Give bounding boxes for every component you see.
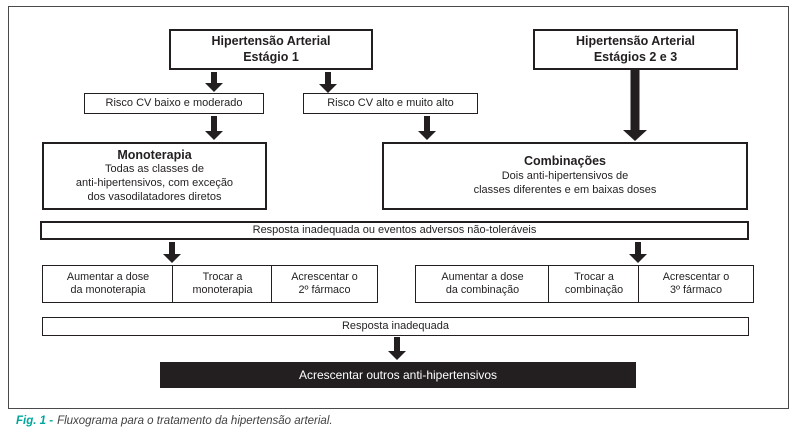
node-label: Todas as classes de bbox=[104, 163, 205, 176]
node-hipertensao-estagio-1: Hipertensão Arterial Estágio 1 bbox=[169, 29, 373, 70]
option-label: Aumentar a dose bbox=[441, 270, 524, 283]
node-monoterapia: Monoterapia Todas as classes de anti-hip… bbox=[42, 142, 267, 210]
option-label: Trocar a bbox=[574, 270, 614, 283]
arrow-down-icon bbox=[204, 116, 224, 140]
node-risco-cv-baixo-moderado: Risco CV baixo e moderado bbox=[84, 93, 264, 114]
option-label: 2º fármaco bbox=[298, 284, 351, 296]
arrow-down-icon bbox=[387, 337, 407, 360]
node-label: Risco CV baixo e moderado bbox=[105, 96, 243, 109]
option-label: monoterapia bbox=[192, 284, 253, 296]
arrow-down-icon bbox=[417, 116, 437, 140]
option-label: Acrescentar o bbox=[662, 270, 730, 283]
figure-caption: Fig. 1 -Fluxograma para o tratamento da … bbox=[16, 415, 333, 427]
node-label: dos vasodilatadores diretos bbox=[87, 190, 222, 203]
option-acrescentar-3-farmaco: Acrescentar o 3º fármaco bbox=[638, 265, 754, 303]
node-label: Hipertensão Arterial bbox=[211, 33, 331, 48]
node-acrescentar-outros-anti-hipertensivos: Acrescentar outros anti-hipertensivos bbox=[160, 362, 636, 388]
node-label: Acrescentar outros anti-hipertensivos bbox=[298, 368, 498, 382]
option-label: Acrescentar o bbox=[291, 270, 358, 283]
figure-caption-label: Fig. 1 - bbox=[16, 415, 54, 427]
band-resposta-inadequada-adversos: Resposta inadequada ou eventos adversos … bbox=[40, 221, 749, 240]
option-label: combinação bbox=[564, 284, 624, 296]
option-trocar-combinacao: Trocar a combinação bbox=[548, 265, 640, 303]
option-label: 3º fármaco bbox=[670, 284, 722, 296]
node-title: Monoterapia bbox=[117, 147, 192, 162]
option-label: da monoterapia bbox=[70, 284, 146, 296]
node-label: Dois anti-hipertensivos de bbox=[501, 170, 629, 183]
option-trocar-monoterapia: Trocar a monoterapia bbox=[172, 265, 273, 303]
node-label: anti-hipertensivos, com exceção bbox=[75, 176, 234, 189]
node-hipertensao-estagios-2-3: Hipertensão Arterial Estágios 2 e 3 bbox=[533, 29, 738, 70]
node-risco-cv-alto-muito-alto: Risco CV alto e muito alto bbox=[303, 93, 478, 114]
band-resposta-inadequada: Resposta inadequada bbox=[42, 317, 749, 336]
option-acrescentar-2-farmaco: Acrescentar o 2º fármaco bbox=[271, 265, 378, 303]
option-label: Aumentar a dose bbox=[66, 270, 150, 283]
arrow-down-icon bbox=[628, 242, 648, 263]
node-label: Estágios 2 e 3 bbox=[593, 49, 678, 64]
band-label: Resposta inadequada ou eventos adversos … bbox=[252, 223, 537, 236]
node-label: classes diferentes e em baixas doses bbox=[473, 183, 657, 196]
arrow-down-icon bbox=[623, 70, 647, 141]
figure-caption-text: Fluxograma para o tratamento da hiperten… bbox=[57, 415, 333, 427]
node-label: Hipertensão Arterial bbox=[575, 33, 696, 48]
node-title: Combinações bbox=[524, 154, 606, 169]
option-aumentar-dose-combinacao: Aumentar a dose da combinação bbox=[415, 265, 550, 303]
band-label: Resposta inadequada bbox=[341, 319, 450, 332]
option-aumentar-dose-monoterapia: Aumentar a dose da monoterapia bbox=[42, 265, 174, 303]
option-label: Trocar a bbox=[202, 270, 243, 283]
node-label: Risco CV alto e muito alto bbox=[327, 96, 454, 109]
arrow-down-icon bbox=[204, 72, 224, 92]
node-combinacoes: Combinações Dois anti-hipertensivos de c… bbox=[382, 142, 748, 210]
node-label: Estágio 1 bbox=[243, 49, 299, 64]
option-label: da combinação bbox=[445, 284, 520, 296]
arrow-down-icon bbox=[162, 242, 182, 263]
arrow-down-icon bbox=[318, 72, 338, 93]
